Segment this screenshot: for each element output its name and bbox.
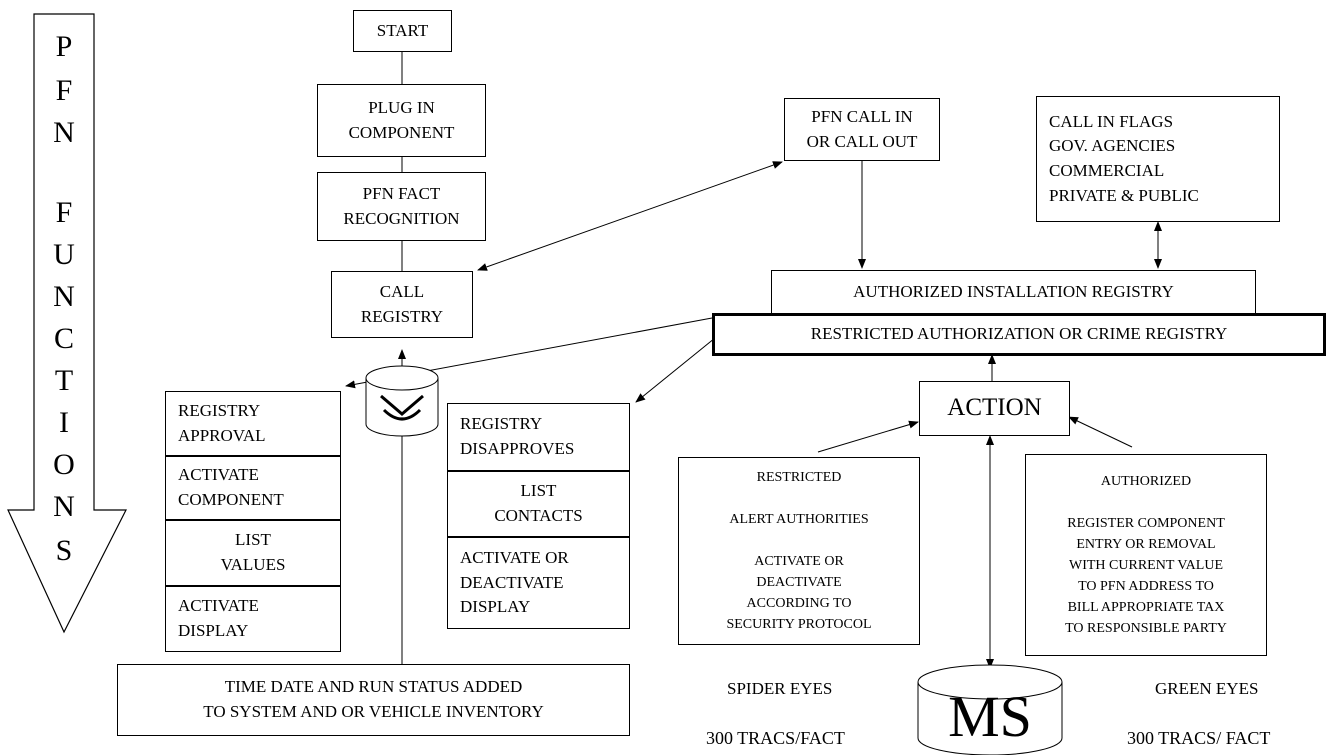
pfn-letter: T [54, 364, 74, 397]
box-line: ACTIVATE [178, 596, 259, 616]
small-database-icon [365, 365, 439, 437]
box-line: DISPLAY [178, 621, 249, 640]
pfn-letter: N [53, 490, 75, 523]
box-line: DISAPPROVES [460, 439, 575, 458]
box-line [797, 530, 801, 551]
pfn-letter: N [53, 280, 75, 313]
box-line: WITH CURRENT VALUE [1069, 558, 1223, 573]
authorized-installation-registry-box: AUTHORIZED INSTALLATION REGISTRY [771, 270, 1256, 314]
box-line: ACTIVATE OR [460, 548, 569, 568]
box-line: CALL IN FLAGS [1049, 111, 1174, 131]
authorized-to-action-arrow [1068, 416, 1133, 448]
restricted-crime-registry-box: RESTRICTED AUTHORIZATION OR CRIME REGIST… [712, 313, 1326, 356]
box-line: TO SYSTEM AND OR VEHICLE INVENTORY [203, 702, 544, 721]
box-line: TIME DATE AND RUN STATUS ADDED [224, 677, 523, 697]
green-eyes-label: GREEN EYES [1155, 679, 1259, 698]
pfn-letter: N [53, 116, 75, 149]
pfn-functions-arrow [7, 13, 127, 634]
box-line: REGISTRY [360, 306, 444, 326]
box-line: VALUES [220, 555, 286, 574]
green-eyes-tracs: 300 TRACS/ FACT [1127, 728, 1271, 748]
box-line: ALERT AUTHORITIES [729, 512, 869, 527]
box-line: PRIVATE & PUBLIC [1049, 185, 1199, 205]
box-line: REGISTRY [178, 400, 261, 420]
box-line: COMMERCIAL [1049, 161, 1165, 180]
authorized-action-box: AUTHORIZED REGISTER COMPONENT ENTRY OR R… [1025, 454, 1267, 656]
box-line: DISPLAY [460, 597, 531, 617]
pfn-letter: C [53, 322, 74, 355]
pfn-letter: F [55, 74, 73, 107]
call-registry-callin-arrow [477, 161, 783, 271]
box-line: REGISTRY [460, 414, 543, 434]
action-box: ACTION [919, 381, 1070, 436]
activate-display-box: ACTIVATE DISPLAY [165, 586, 341, 652]
box-line [1144, 492, 1148, 513]
call-registry-box: CALL REGISTRY [331, 271, 473, 338]
box-line: TO PFN ADDRESS TO [1078, 579, 1214, 594]
box-line: SECURITY PROTOCOL [726, 617, 872, 632]
ms-logo-label: MS [948, 684, 1032, 749]
pfn-letter: F [55, 196, 73, 229]
pfn-letter: P [55, 30, 73, 63]
time-date-status-box: TIME DATE AND RUN STATUS ADDED TO SYSTEM… [117, 664, 630, 736]
box-line: DEACTIVATE [460, 572, 564, 592]
box-line: COMPONENT [178, 490, 284, 509]
box-line: GOV. AGENCIES [1049, 136, 1176, 156]
box-line: TO RESPONSIBLE PARTY [1065, 621, 1227, 636]
box-line: CONTACTS [494, 506, 583, 525]
spider-eyes-tracs: 300 TRACS/FACT [706, 728, 845, 748]
list-values-box: LIST VALUES [165, 520, 341, 586]
box-line: PLUG IN [368, 97, 435, 117]
list-contacts-box: LIST CONTACTS [447, 471, 630, 537]
box-line: BILL APPROPRIATE TAX [1067, 600, 1225, 615]
pfn-letter: S [55, 534, 73, 567]
call-in-flags-box: CALL IN FLAGS GOV. AGENCIES COMMERCIAL P… [1036, 96, 1280, 222]
box-line: APPROVAL [178, 425, 266, 445]
box-line: RESTRICTED [756, 470, 842, 485]
box-line: PFN FACT [362, 183, 441, 203]
registry-approval-box: REGISTRY APPROVAL [165, 391, 341, 456]
box-line: LIST [520, 481, 557, 501]
box-line: OR CALL OUT [806, 131, 918, 151]
box-line: DEACTIVATE [756, 575, 842, 590]
box-line: ACCORDING TO [746, 596, 852, 611]
pfn-letter: I [59, 406, 69, 439]
activate-deactivate-display-box: ACTIVATE OR DEACTIVATE DISPLAY [447, 537, 630, 629]
box-line [797, 488, 801, 509]
plug-in-component-box: PLUG IN COMPONENT [317, 84, 486, 157]
box-line: RECOGNITION [343, 208, 460, 228]
box-line: ENTRY OR REMOVAL [1076, 537, 1216, 552]
box-line: AUTHORIZED [1100, 474, 1192, 489]
registry-to-disapproval-arrow [635, 337, 716, 403]
spider-eyes-label: SPIDER EYES [727, 679, 833, 698]
pfn-call-in-out-box: PFN CALL IN OR CALL OUT [784, 98, 940, 161]
action-label: ACTION [947, 394, 1042, 422]
registry-label: AUTHORIZED INSTALLATION REGISTRY [853, 281, 1174, 301]
restricted-action-box: RESTRICTED ALERT AUTHORITIES ACTIVATE OR… [678, 457, 920, 645]
box-line: CALL [379, 281, 425, 301]
activate-component-box: ACTIVATE COMPONENT [165, 456, 341, 520]
box-line: ACTIVATE OR [754, 554, 844, 569]
start-box: START [353, 10, 452, 52]
pfn-letter: U [53, 238, 75, 271]
box-line: COMPONENT [348, 122, 455, 142]
box-line: REGISTER COMPONENT [1067, 516, 1225, 531]
fact-recognition-box: PFN FACT RECOGNITION [317, 172, 486, 241]
box-line: PFN CALL IN [811, 106, 913, 126]
box-line: ACTIVATE [178, 465, 259, 485]
ms-database-icon [917, 664, 1063, 755]
restricted-to-action-arrow [817, 420, 919, 453]
box-line: LIST [235, 530, 271, 550]
registry-label: RESTRICTED AUTHORIZATION OR CRIME REGIST… [810, 324, 1228, 344]
pfn-letter: O [53, 448, 75, 481]
start-label: START [376, 20, 429, 40]
registry-disapproves-box: REGISTRY DISAPPROVES [447, 403, 630, 471]
